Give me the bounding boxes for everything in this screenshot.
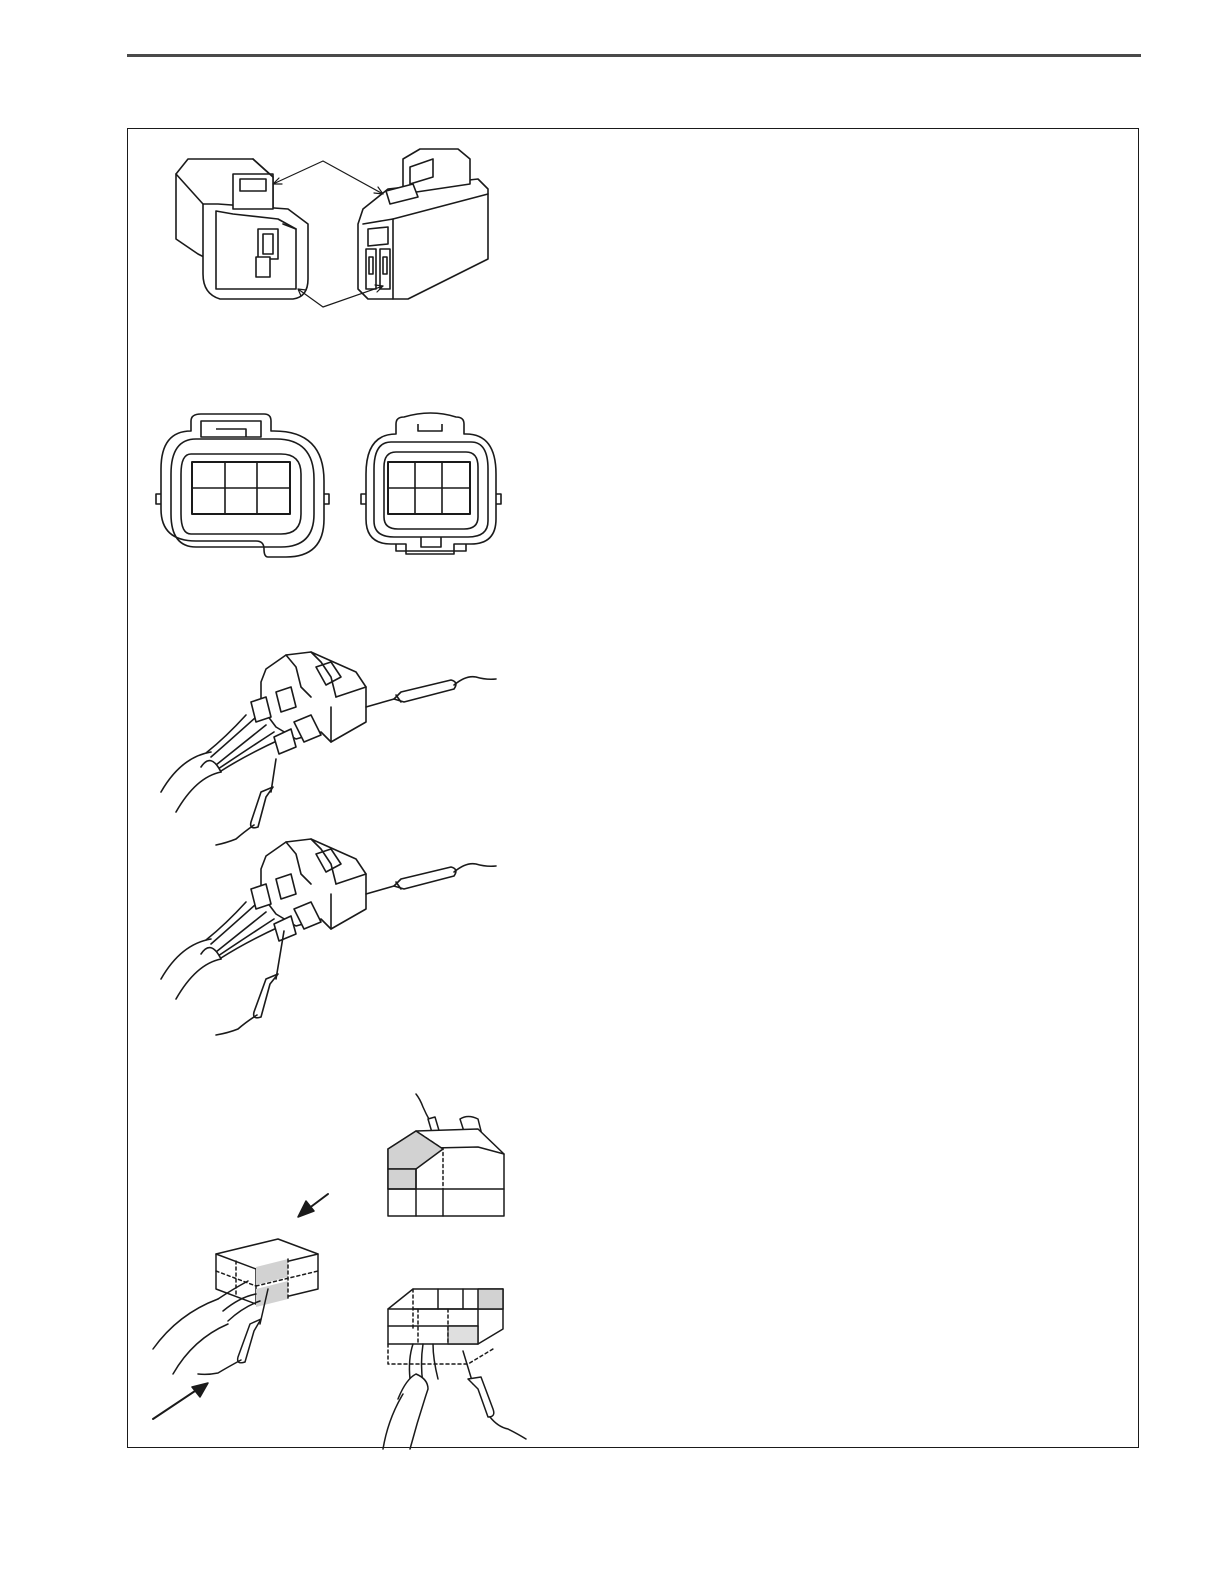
- terminal-block-transparent-icon: [383, 1289, 526, 1449]
- arrow-icon: [153, 1194, 328, 1419]
- push-connector-icon: [153, 1239, 318, 1374]
- header-rule: [127, 54, 1141, 57]
- probe-connector-upper-illustration: [156, 647, 506, 847]
- terminal-block-shaded-icon: [388, 1094, 504, 1216]
- wire-harness-icon: [161, 902, 281, 999]
- probe-connector-lower-illustration: [156, 829, 506, 1039]
- figure-frame: [127, 128, 1139, 1448]
- connector-body-icon: [251, 839, 366, 941]
- connector-face-illustration: [156, 409, 516, 561]
- female-connector-icon: [176, 159, 308, 299]
- probe-icon: [366, 677, 496, 707]
- connector-pair-illustration: [158, 149, 498, 319]
- female-face-icon: [156, 414, 329, 557]
- male-face-icon: [361, 413, 501, 554]
- probe-icon: [366, 864, 496, 894]
- terminal-check-illustration: [148, 1089, 528, 1449]
- connector-body-icon: [251, 652, 366, 754]
- probe-icon: [216, 931, 284, 1035]
- male-connector-icon: [358, 149, 488, 299]
